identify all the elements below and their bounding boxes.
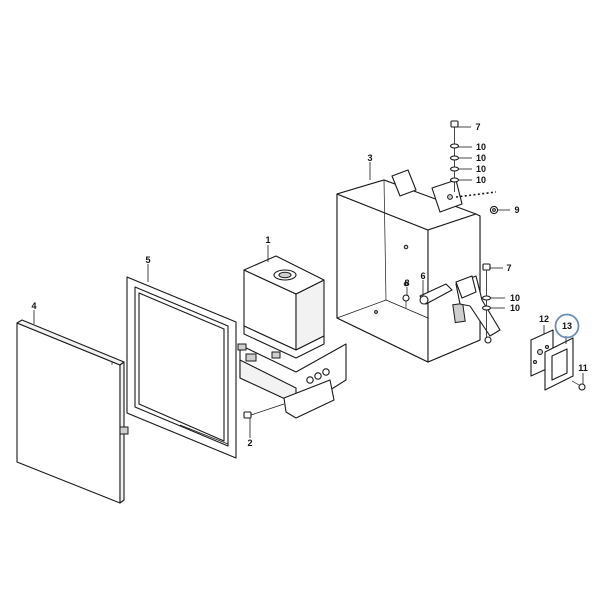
part-1-reservoir-unit[interactable] (237, 255, 347, 419)
callout-2[interactable]: 2 (247, 438, 252, 448)
part-11-screw[interactable] (571, 380, 586, 391)
part-4-cover-panel[interactable] (16, 319, 125, 504)
part-5-gasket-frame[interactable] (119, 276, 237, 459)
callout-10-2[interactable]: 10 (476, 153, 486, 163)
callout-7-right[interactable]: 7 (506, 263, 511, 273)
highlight-ring (554, 313, 580, 339)
bolt-stack-right[interactable] (481, 263, 492, 344)
mounting-chain-dash (455, 191, 497, 198)
part-3-enclosure[interactable] (336, 169, 501, 363)
part-8-screw[interactable] (402, 294, 410, 308)
callout-labels: 1 2 3 4 5 6 7 7 8 9 10 10 10 10 10 10 11… (31, 122, 587, 448)
callout-12[interactable]: 12 (539, 314, 549, 324)
part-9-nut[interactable] (489, 205, 499, 215)
callout-5[interactable]: 5 (145, 255, 150, 265)
part-2-screw[interactable] (243, 403, 285, 419)
callout-13[interactable]: 13 (562, 321, 572, 331)
callout-10-1[interactable]: 10 (476, 142, 486, 152)
callout-10-4[interactable]: 10 (476, 175, 486, 185)
callout-6[interactable]: 6 (420, 271, 425, 281)
callout-7-top[interactable]: 7 (475, 122, 480, 132)
callout-10-3[interactable]: 10 (476, 164, 486, 174)
callout-1[interactable]: 1 (265, 235, 270, 245)
callout-10-6[interactable]: 10 (510, 303, 520, 313)
bolt-stack-top[interactable] (449, 120, 460, 192)
callout-3[interactable]: 3 (367, 153, 372, 163)
part-6-latch[interactable] (419, 275, 477, 305)
callout-9[interactable]: 9 (514, 205, 519, 215)
callout-10-5[interactable]: 10 (510, 293, 520, 303)
part-13-gasket[interactable] (544, 337, 574, 391)
callout-8[interactable]: 8 (404, 278, 409, 288)
callout-11[interactable]: 11 (578, 363, 588, 373)
callout-4[interactable]: 4 (31, 301, 36, 311)
